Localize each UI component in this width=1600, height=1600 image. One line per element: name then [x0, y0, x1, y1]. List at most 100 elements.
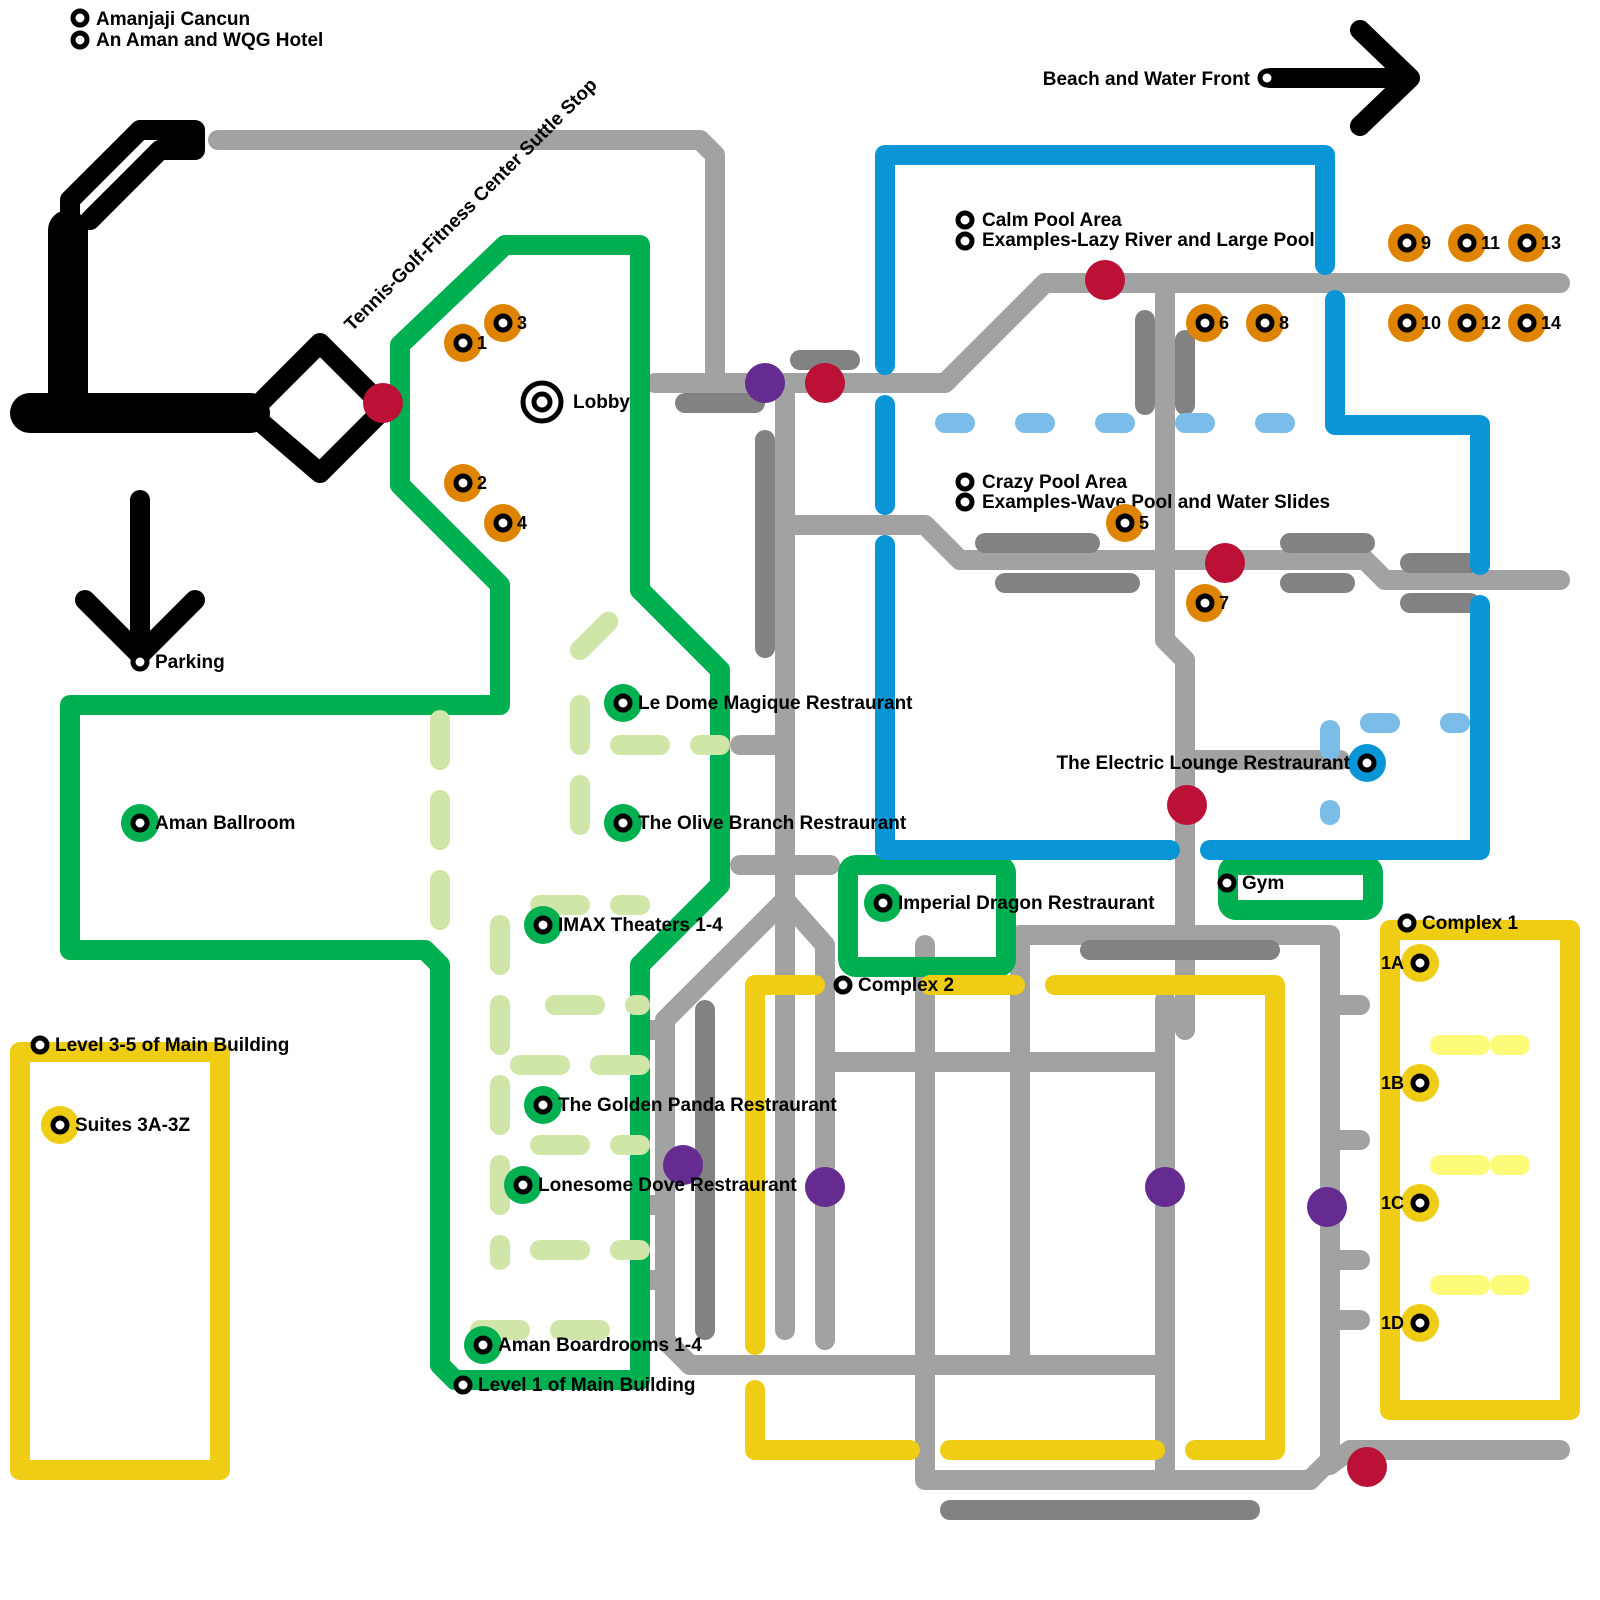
- orange-station-5[interactable]: 5: [1106, 504, 1149, 542]
- orange-station-number: 5: [1139, 513, 1149, 533]
- title-station-icon: [70, 8, 90, 28]
- orange-station-number: 11: [1481, 233, 1500, 253]
- label-crazy-pool-2: Examples-Wave Pool and Water Slides: [982, 492, 1330, 513]
- light-blue-dashed-route: [935, 413, 1470, 825]
- station-dot-icon: [833, 975, 853, 995]
- orange-station-number: 1: [477, 333, 487, 353]
- station-imax[interactable]: IMAX Theaters 1-4: [524, 906, 723, 944]
- purple-interchange[interactable]: [805, 1167, 845, 1207]
- station-tennis[interactable]: [334, 334, 346, 346]
- station-dot-icon: [1410, 1073, 1430, 1093]
- label-complex1: Complex 1: [1422, 913, 1519, 934]
- orange-station-11[interactable]: 11: [1448, 224, 1500, 262]
- purple-interchange[interactable]: [745, 363, 785, 403]
- interchanges: [363, 260, 1387, 1487]
- station-parking[interactable]: [130, 652, 150, 672]
- label-gym: Gym: [1242, 873, 1284, 894]
- complex1-unit-1c[interactable]: 1C: [1381, 1184, 1439, 1222]
- label-parking: Parking: [155, 652, 225, 673]
- orange-station-4[interactable]: 4: [484, 504, 527, 542]
- station-lonesome-dove[interactable]: Lonesome Dove Restraurant: [504, 1166, 797, 1204]
- label-tennis: Tennis-Golf-Fitness Center Suttle Stop: [341, 75, 602, 336]
- orange-station-9[interactable]: 9: [1388, 224, 1431, 262]
- orange-station-3[interactable]: 3: [484, 304, 527, 342]
- station-calm-pool-icon[interactable]: [955, 210, 975, 230]
- orange-station-number: 9: [1421, 233, 1431, 253]
- station-olive-branch[interactable]: The Olive Branch Restraurant: [604, 804, 907, 842]
- red-interchange[interactable]: [1167, 785, 1207, 825]
- station-level1[interactable]: Level 1 of Main Building: [453, 1375, 695, 1396]
- label-aman-ballroom: Aman Ballroom: [155, 813, 295, 834]
- label-level1: Level 1 of Main Building: [478, 1375, 695, 1396]
- station-imperial-dragon[interactable]: Imperial Dragon Restraurant: [864, 884, 1155, 922]
- orange-station-number: 13: [1541, 233, 1561, 253]
- complex1-unit-1a[interactable]: 1A: [1381, 944, 1439, 982]
- title-station-icon: [70, 30, 90, 50]
- complex1-unit-label: 1B: [1381, 1073, 1404, 1093]
- dark-gray-sidings: [675, 310, 1480, 1520]
- station-dot-icon: [1410, 1193, 1430, 1213]
- station-electric-lounge[interactable]: The Electric Lounge Restraurant: [1056, 744, 1386, 782]
- complex1-unit-1d[interactable]: 1D: [1381, 1304, 1439, 1342]
- red-interchange[interactable]: [1085, 260, 1125, 300]
- station-suites[interactable]: Suites 3A-3Z: [41, 1106, 190, 1144]
- red-interchange[interactable]: [1347, 1447, 1387, 1487]
- station-level35[interactable]: Level 3-5 of Main Building: [30, 1035, 289, 1056]
- label-level35: Level 3-5 of Main Building: [55, 1035, 289, 1056]
- purple-interchange[interactable]: [1145, 1167, 1185, 1207]
- station-complex2[interactable]: Complex 2: [833, 975, 954, 996]
- label-imax: IMAX Theaters 1-4: [558, 915, 723, 936]
- orange-station-6[interactable]: 6: [1186, 304, 1229, 342]
- light-green-dashed-route: [430, 610, 730, 1340]
- station-le-dome[interactable]: Le Dome Magique Restraurant: [604, 684, 913, 722]
- station-crazy-pool-icon[interactable]: [955, 472, 975, 492]
- station-dot-icon: [1397, 313, 1417, 333]
- station-aman-boardrooms[interactable]: Aman Boardrooms 1-4: [464, 1326, 702, 1364]
- complex1-unit-1b[interactable]: 1B: [1381, 1064, 1439, 1102]
- station-dot-icon: [453, 1375, 473, 1395]
- station-gym[interactable]: Gym: [1217, 873, 1284, 894]
- title-line-2: An Aman and WQG Hotel: [96, 30, 323, 51]
- red-interchange[interactable]: [1205, 543, 1245, 583]
- orange-station-2[interactable]: 2: [444, 464, 487, 502]
- orange-station-number: 6: [1219, 313, 1229, 333]
- label-calm-pool-2: Examples-Lazy River and Large Pool: [982, 230, 1315, 251]
- station-dot-icon: [1410, 953, 1430, 973]
- station-dot-icon: [1397, 913, 1417, 933]
- orange-station-number: 10: [1421, 313, 1441, 333]
- orange-station-10[interactable]: 10: [1388, 304, 1441, 342]
- red-interchange[interactable]: [363, 383, 403, 423]
- station-calm-pool-icon[interactable]: [955, 231, 975, 251]
- purple-interchange[interactable]: [663, 1145, 703, 1185]
- station-crazy-pool-icon[interactable]: [955, 492, 975, 512]
- station-aman-ballroom[interactable]: Aman Ballroom: [121, 804, 295, 842]
- orange-station-number: 7: [1219, 593, 1229, 613]
- station-dot-icon: [1195, 313, 1215, 333]
- station-dot-icon: [130, 813, 150, 833]
- orange-station-7[interactable]: 7: [1186, 584, 1229, 622]
- orange-station-14[interactable]: 14: [1508, 304, 1561, 342]
- orange-station-8[interactable]: 8: [1246, 304, 1289, 342]
- station-dot-icon: [1457, 313, 1477, 333]
- label-complex2: Complex 2: [858, 975, 954, 996]
- orange-station-13[interactable]: 13: [1508, 224, 1561, 262]
- station-dot-icon: [1517, 313, 1537, 333]
- station-complex1[interactable]: Complex 1: [1397, 913, 1519, 934]
- label-lobby: Lobby: [573, 392, 630, 413]
- label-suites: Suites 3A-3Z: [75, 1115, 190, 1136]
- station-dot-icon: [1397, 233, 1417, 253]
- purple-interchange[interactable]: [1307, 1187, 1347, 1227]
- station-golden-panda[interactable]: The Golden Panda Restraurant: [524, 1086, 837, 1124]
- station-dot-icon: [1195, 593, 1215, 613]
- orange-station-1[interactable]: 1: [444, 324, 487, 362]
- orange-station-12[interactable]: 12: [1448, 304, 1501, 342]
- station-dot-icon: [453, 473, 473, 493]
- station-beach[interactable]: [1257, 68, 1277, 88]
- station-dot-icon: [30, 1035, 50, 1055]
- orange-station-number: 3: [517, 313, 527, 333]
- blue-route: [875, 145, 1490, 860]
- label-le-dome: Le Dome Magique Restraurant: [638, 693, 913, 714]
- label-crazy-pool-1: Crazy Pool Area: [982, 472, 1127, 493]
- red-interchange[interactable]: [805, 363, 845, 403]
